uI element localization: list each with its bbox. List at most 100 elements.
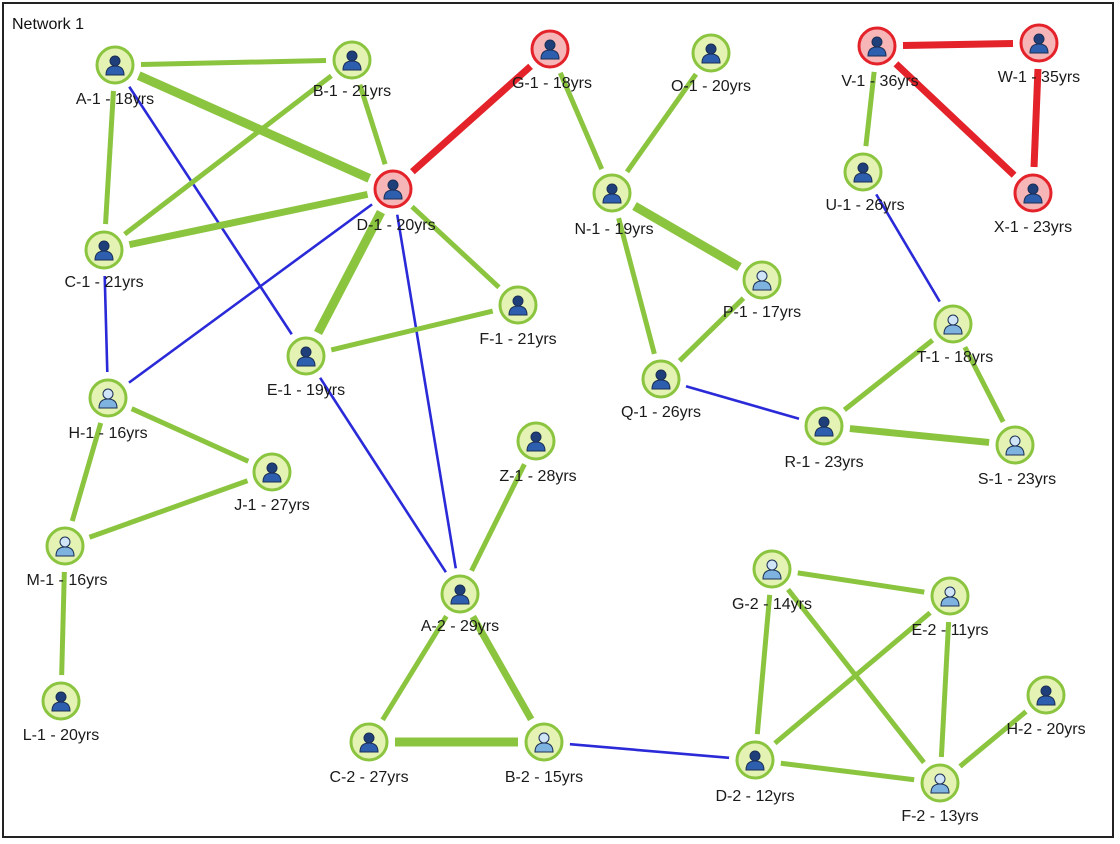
person-dark-icon: [867, 36, 887, 57]
person-light-icon: [55, 536, 75, 557]
person-dark-icon: [701, 43, 721, 64]
node-E-1[interactable]: E-1 - 19yrs: [267, 336, 345, 399]
edge-G-1-N-1: [557, 71, 605, 171]
edge-E-2-F-2: [938, 621, 952, 758]
node-label: Q-1 - 26yrs: [621, 404, 701, 421]
node-A-1[interactable]: A-1 - 18yrs: [76, 45, 154, 108]
node-label: W-1 - 35yrs: [998, 69, 1080, 86]
node-label: F-1 - 21yrs: [479, 331, 556, 348]
edge-D-1-H-1: [128, 203, 373, 384]
node-M-1[interactable]: M-1 - 16yrs: [27, 526, 108, 589]
edge-G-2-D-2: [754, 594, 773, 735]
edge-M-1-J-1: [88, 478, 249, 540]
node-label: R-1 - 23yrs: [784, 454, 863, 471]
node-label: V-1 - 36yrs: [841, 73, 918, 90]
node-label: H-1 - 16yrs: [68, 425, 147, 442]
edge-D-1-A-2: [395, 214, 458, 569]
edge-O-1-N-1: [624, 72, 699, 174]
node-P-1[interactable]: P-1 - 17yrs: [723, 260, 801, 321]
node-N-1[interactable]: N-1 - 19yrs: [574, 173, 654, 238]
node-label: E-2 - 11yrs: [911, 622, 988, 639]
person-dark-icon: [651, 369, 671, 390]
node-F-2[interactable]: F-2 - 13yrs: [901, 763, 979, 825]
node-D-1[interactable]: D-1 - 20yrs: [356, 169, 436, 234]
person-light-icon: [930, 773, 950, 794]
edge-D-1-F-1: [410, 204, 501, 290]
node-label: O-1 - 20yrs: [671, 78, 751, 95]
edge-P-1-Q-1: [677, 296, 746, 363]
node-J-1[interactable]: J-1 - 27yrs: [234, 452, 310, 514]
node-Q-1[interactable]: Q-1 - 26yrs: [621, 359, 701, 421]
edge-B-2-D-2: [569, 742, 730, 760]
edge-D-1-G-1: [410, 63, 533, 175]
person-dark-icon: [383, 179, 403, 200]
node-label: D-1 - 20yrs: [356, 217, 435, 234]
node-R-1[interactable]: R-1 - 23yrs: [784, 406, 864, 471]
edge-V-1-U-1: [863, 71, 877, 147]
person-dark-icon: [1023, 183, 1043, 204]
edge-B-1-C-1: [123, 73, 333, 237]
node-F-1[interactable]: F-1 - 21yrs: [479, 285, 557, 348]
edge-D-1-E-1: [314, 209, 385, 336]
node-L-1[interactable]: L-1 - 20yrs: [23, 681, 99, 744]
node-label: L-1 - 20yrs: [23, 727, 99, 744]
node-label: P-1 - 17yrs: [723, 304, 801, 321]
node-V-1[interactable]: V-1 - 36yrs: [841, 26, 919, 90]
node-S-1[interactable]: S-1 - 23yrs: [978, 425, 1056, 488]
edge-V-1-W-1: [902, 39, 1014, 50]
node-H-1[interactable]: H-1 - 16yrs: [68, 378, 148, 442]
edge-N-1-P-1: [632, 202, 742, 271]
node-label: N-1 - 19yrs: [574, 221, 653, 238]
node-E-2[interactable]: E-2 - 11yrs: [911, 576, 989, 639]
node-A-2[interactable]: A-2 - 29yrs: [421, 574, 499, 635]
node-B-2[interactable]: B-2 - 15yrs: [505, 722, 583, 786]
node-Z-1[interactable]: Z-1 - 28yrs: [499, 421, 577, 485]
edge-F-2-H-2: [958, 709, 1028, 769]
node-X-1[interactable]: X-1 - 23yrs: [994, 173, 1072, 236]
node-label: A-2 - 29yrs: [421, 618, 499, 635]
edge-A-1-B-1: [140, 58, 327, 67]
edge-D-2-F-2: [780, 760, 915, 783]
person-dark-icon: [853, 162, 873, 183]
node-T-1[interactable]: T-1 - 18yrs: [917, 304, 993, 366]
edge-E-1-F-1: [330, 308, 494, 353]
node-U-1[interactable]: U-1 - 26yrs: [825, 152, 905, 214]
node-B-1[interactable]: B-1 - 21yrs: [313, 40, 391, 100]
person-light-icon: [534, 732, 554, 753]
node-C-1[interactable]: C-1 - 21yrs: [64, 230, 144, 291]
edge-Q-1-R-1: [685, 384, 800, 421]
node-O-1[interactable]: O-1 - 20yrs: [671, 33, 751, 95]
person-dark-icon: [602, 183, 622, 204]
edge-C-1-D-1: [128, 190, 369, 249]
node-C-2[interactable]: C-2 - 27yrs: [329, 722, 409, 786]
edge-W-1-X-1: [1030, 68, 1042, 168]
node-G-1[interactable]: G-1 - 18yrs: [512, 29, 592, 92]
person-dark-icon: [359, 732, 379, 753]
node-label: U-1 - 26yrs: [825, 197, 904, 214]
node-label: M-1 - 16yrs: [27, 572, 108, 589]
edge-E-1-A-2: [319, 377, 447, 573]
person-light-icon: [940, 586, 960, 607]
person-dark-icon: [105, 55, 125, 76]
node-D-2[interactable]: D-2 - 12yrs: [715, 740, 795, 805]
node-label: T-1 - 18yrs: [917, 349, 993, 366]
person-dark-icon: [1036, 685, 1056, 706]
person-dark-icon: [94, 240, 114, 261]
edge-V-1-X-1: [893, 61, 1017, 178]
node-W-1[interactable]: W-1 - 35yrs: [998, 23, 1080, 86]
edge-H-1-J-1: [130, 406, 250, 464]
node-G-2[interactable]: G-2 - 14yrs: [732, 549, 812, 613]
person-dark-icon: [1029, 33, 1049, 54]
node-H-2[interactable]: H-2 - 20yrs: [1006, 675, 1086, 738]
edge-T-1-R-1: [842, 338, 935, 412]
node-label: A-1 - 18yrs: [76, 91, 154, 108]
edge-M-1-L-1: [59, 571, 67, 676]
person-dark-icon: [540, 39, 560, 60]
edge-A-1-C-1: [103, 90, 116, 225]
edge-N-1-Q-1: [616, 217, 657, 355]
person-dark-icon: [51, 691, 71, 712]
person-dark-icon: [262, 462, 282, 483]
edge-E-2-D-2: [773, 610, 932, 746]
